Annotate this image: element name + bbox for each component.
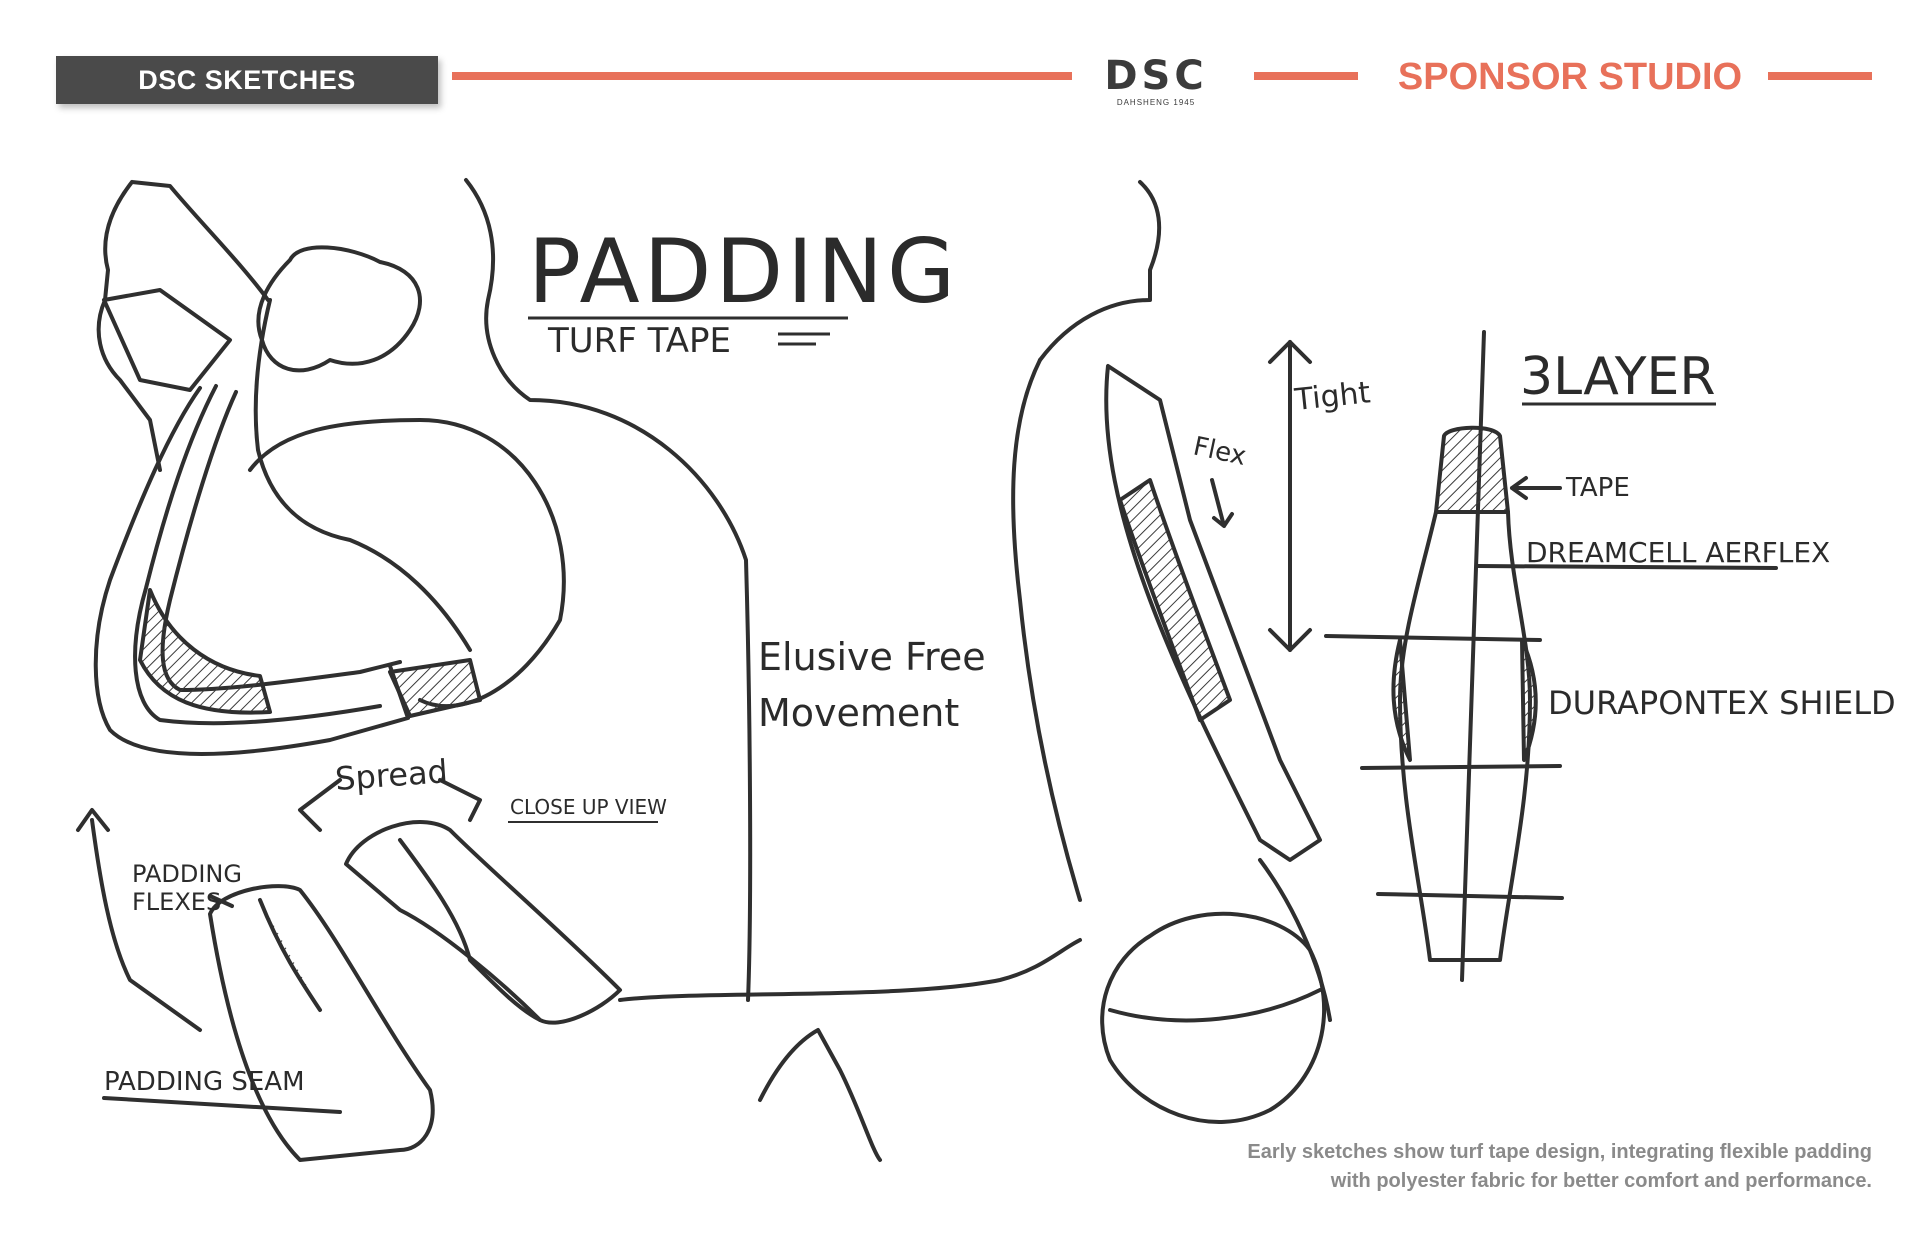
label-tight: Tight (1292, 375, 1372, 418)
layer-line-2 (1362, 766, 1560, 768)
left-fist (258, 247, 420, 370)
closeup-seam-left (260, 900, 320, 1010)
caption-line-2: with polyester fabric for better comfort… (972, 1167, 1872, 1196)
label-spread: Spread (334, 752, 449, 798)
layer-shield-right (1522, 640, 1536, 760)
caption-line-1: Early sketches show turf tape design, in… (972, 1138, 1872, 1167)
left-shoulder (250, 420, 564, 706)
label-padding-seam: PADDING SEAM (104, 1067, 305, 1097)
right-ball-seam (1110, 990, 1320, 1020)
label-close-up: CLOSE UP VIEW (510, 795, 667, 819)
label-turf-tape: TURF TAPE (547, 321, 731, 361)
layer-line-1 (1326, 636, 1540, 640)
left-elbow-pad (140, 590, 270, 713)
layer-line-3 (1378, 894, 1562, 898)
label-dreamcell: DREAMCELL AERFLEX (1526, 536, 1830, 569)
right-hand (1260, 860, 1330, 1020)
body-lower (760, 1030, 880, 1160)
label-padding-flexes-1: PADDING (132, 860, 242, 888)
closeup-seam-right (400, 840, 540, 1020)
closeup-pad-right (346, 822, 620, 1023)
layer-tape (1436, 428, 1508, 512)
label-movement: Movement (758, 691, 959, 735)
spread-arrow-left (300, 780, 340, 830)
closeup-pad-left (210, 886, 433, 1160)
body-bottom (620, 940, 1080, 1000)
right-arm-pad (1120, 480, 1230, 720)
caption: Early sketches show turf tape design, in… (972, 1138, 1872, 1196)
layer-shield-left (1393, 640, 1410, 760)
label-durapontex: DURAPONTEX SHIELD (1548, 684, 1896, 722)
label-elusive: Elusive Free (758, 635, 986, 679)
left-forearm (256, 300, 470, 650)
label-3layer: 3LAYER (1520, 347, 1716, 407)
flex-arrow (1212, 480, 1232, 526)
left-mask (104, 290, 230, 390)
label-padding: PADDING (528, 220, 959, 323)
right-head (1040, 182, 1159, 360)
label-flex: Flex (1191, 432, 1249, 472)
seam-pointer (104, 1098, 340, 1112)
tape-pointer (1512, 478, 1560, 498)
label-padding-flexes-2: FLEXES (132, 888, 221, 916)
closeup-arrow-up (92, 820, 200, 1030)
label-tape: TAPE (1565, 473, 1630, 503)
left-sleeve-inner (163, 392, 400, 690)
right-torso (1013, 360, 1080, 900)
left-helmet (99, 182, 268, 470)
